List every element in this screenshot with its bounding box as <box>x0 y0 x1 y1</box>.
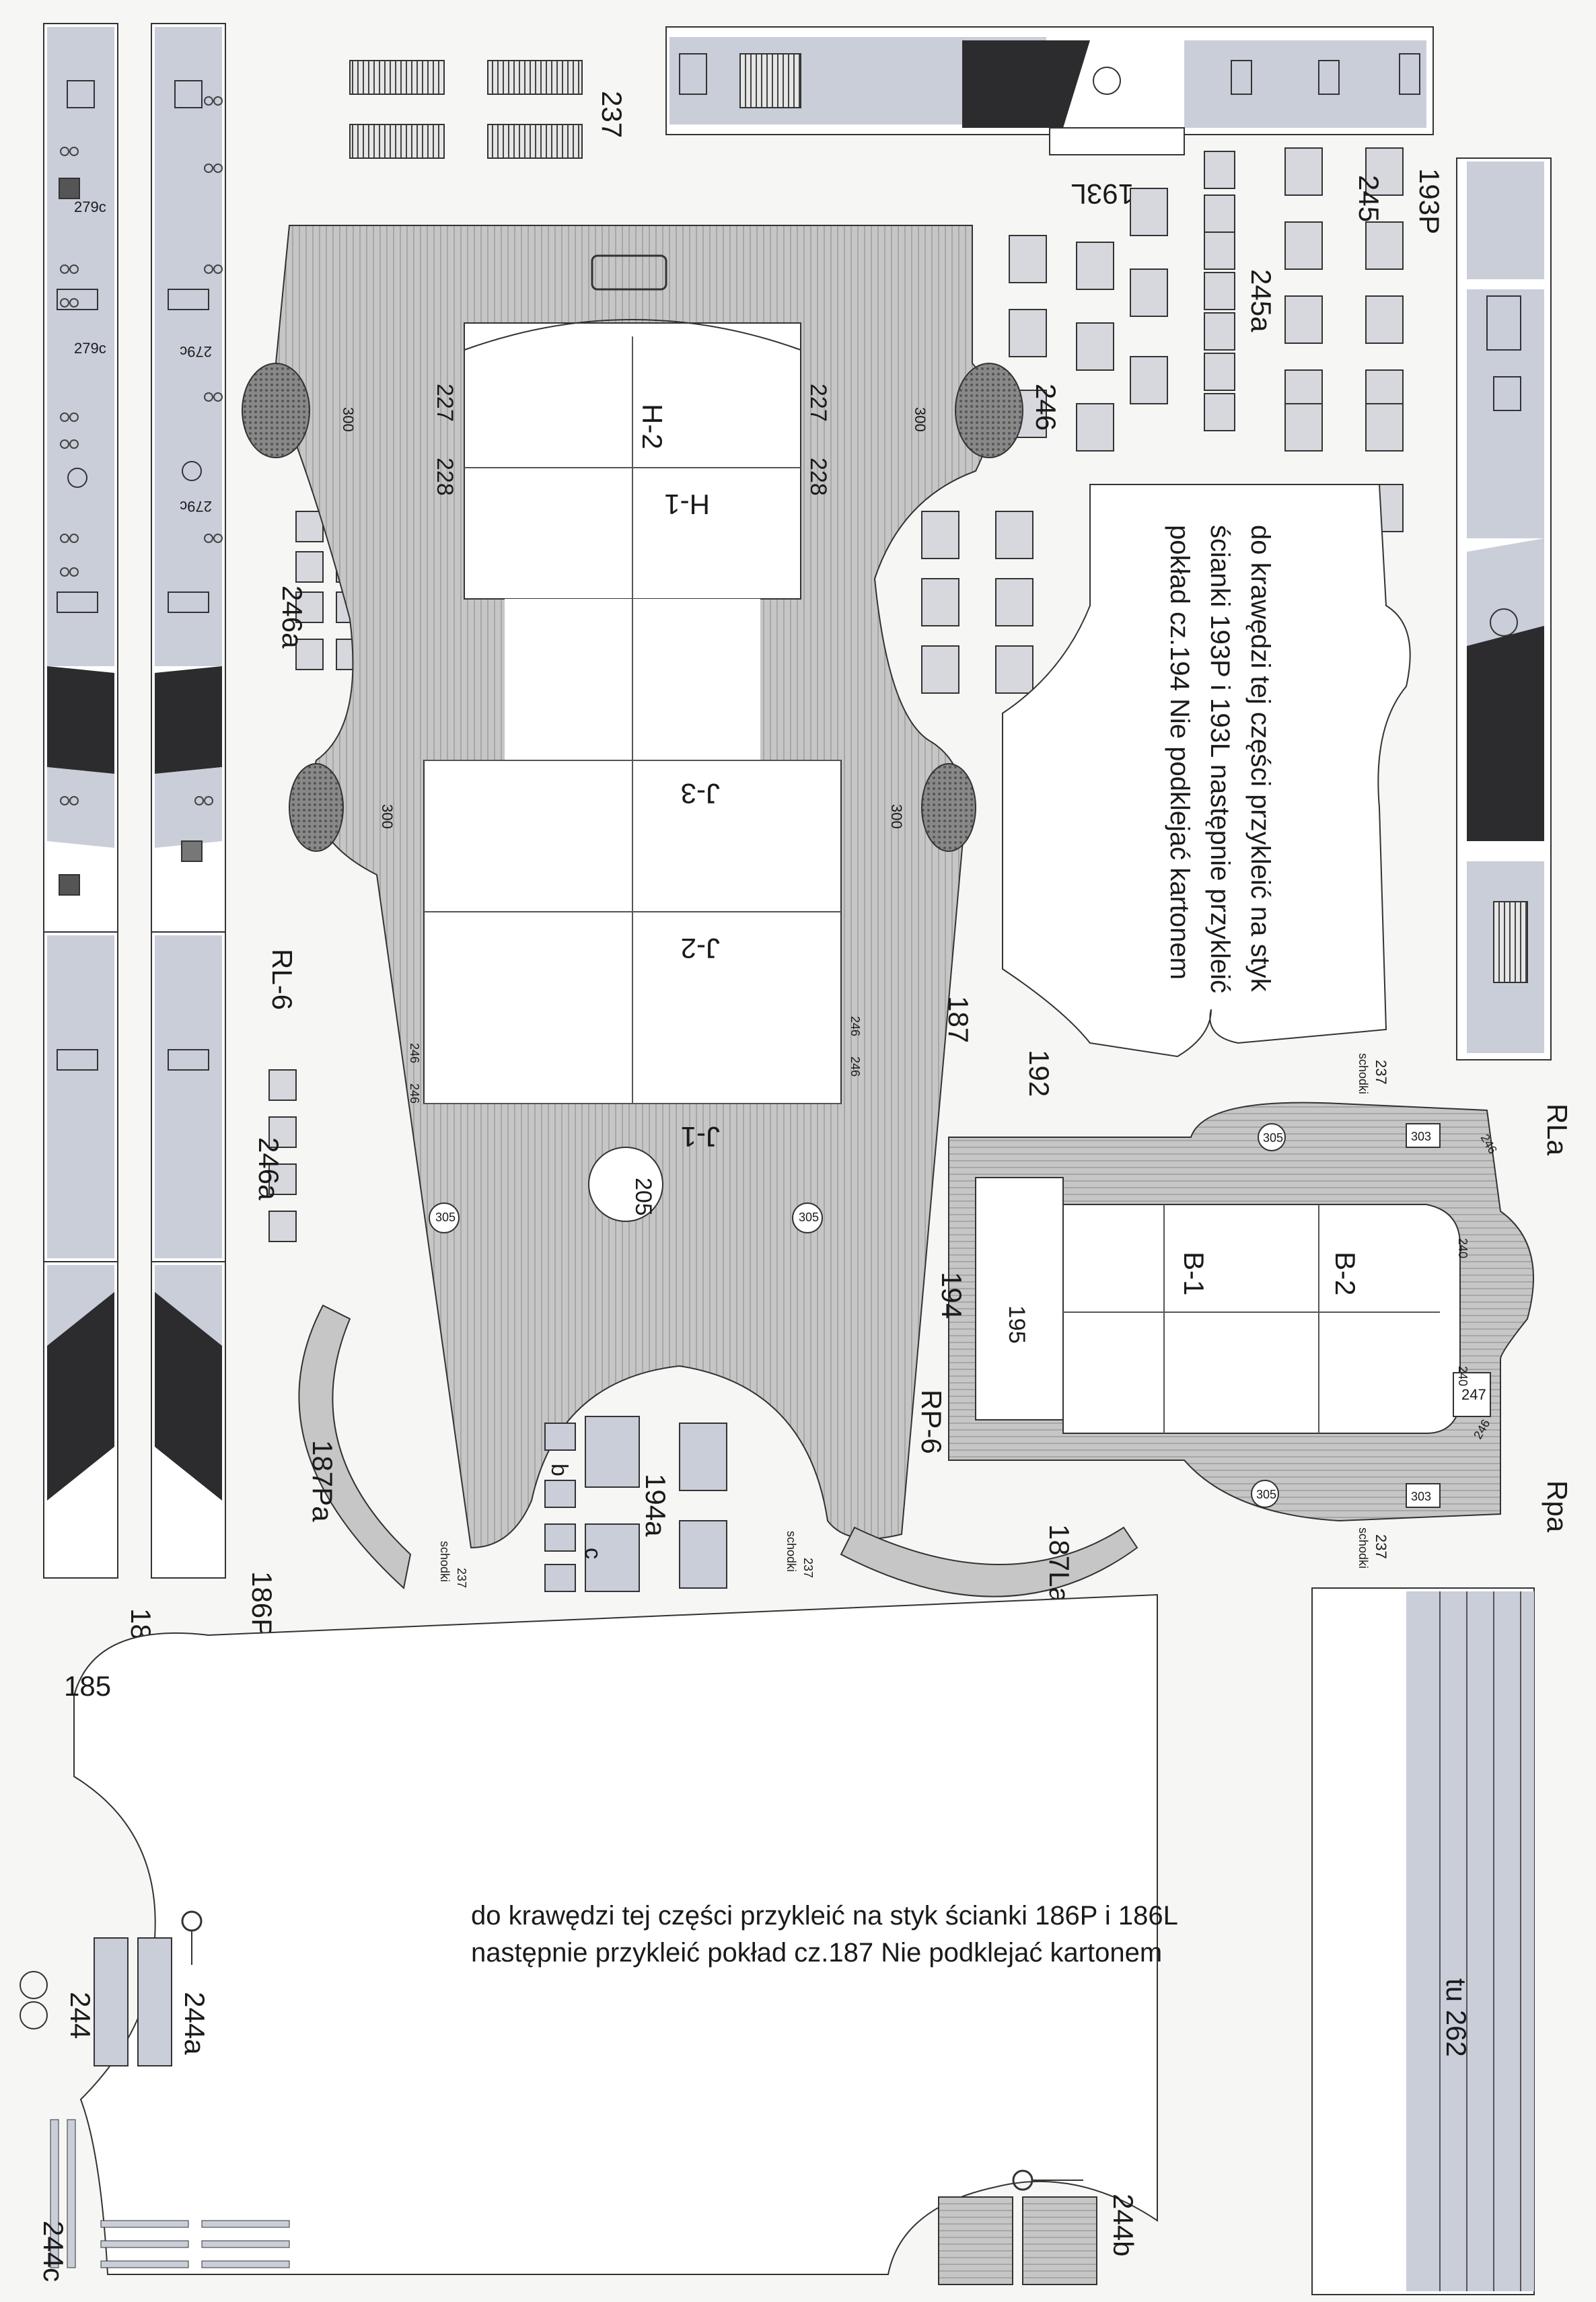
part-237-grates <box>349 60 583 159</box>
label-247: 247 <box>1461 1386 1486 1403</box>
label-J3: J-3 <box>681 778 720 810</box>
part-244 <box>20 1910 1097 2285</box>
label-246a-upper: 246a <box>277 585 308 649</box>
part-192-outline <box>1002 484 1411 1058</box>
deck-187 <box>242 225 1023 1549</box>
label-279c-b: 279c <box>74 340 106 357</box>
wall-details-left <box>57 80 209 1071</box>
label-246-s1: 246 <box>408 1043 421 1063</box>
label-tu-262: tu 262 <box>1441 1978 1472 2057</box>
label-187La: 187La <box>1044 1524 1075 1603</box>
label-227-right: 227 <box>805 384 831 422</box>
upper-instruction-line3: pokład cz.194 Nie podklejać kartonem <box>1165 525 1194 980</box>
label-193P: 193P <box>1414 168 1445 234</box>
label-246-s4: 246 <box>848 1056 862 1077</box>
lower-instruction-line1: do krawędzi tej części przykleić na styk… <box>471 1901 1178 1931</box>
label-279c-d: 279c <box>180 498 212 515</box>
label-RP6: RP-6 <box>916 1390 947 1454</box>
label-schodki-left: schodki <box>438 1541 451 1582</box>
part-246a-figures <box>268 511 364 1242</box>
label-205: 205 <box>630 1178 656 1216</box>
label-RL6: RL-6 <box>266 949 298 1010</box>
label-246-s3: 246 <box>848 1016 862 1036</box>
label-237-stairs-left: 237 <box>455 1568 468 1588</box>
label-Rpa: Rpa <box>1541 1480 1573 1533</box>
label-RLa: RLa <box>1541 1104 1573 1156</box>
label-240-a: 240 <box>1456 1238 1470 1258</box>
label-237-bottom-stairs: 237 <box>1373 1534 1389 1559</box>
label-228-left: 228 <box>432 458 458 496</box>
label-246-s2: 246 <box>408 1083 421 1104</box>
upper-instruction: do krawędzi tej części przykleić na styk… <box>1165 525 1275 993</box>
part-tu-262-strips <box>1311 1587 1535 2295</box>
label-H1: H-1 <box>664 489 710 520</box>
label-B2: B-2 <box>1330 1252 1361 1295</box>
label-246-top: 246 <box>1030 384 1062 431</box>
label-240-b: 240 <box>1456 1366 1470 1386</box>
label-305-a: 305 <box>435 1211 456 1224</box>
label-228-right: 228 <box>805 458 831 496</box>
label-279c-c: 279c <box>180 343 212 360</box>
label-187: 187 <box>943 996 974 1043</box>
upper-instruction-line2: ścianki 193P i 193L następnie przykleić <box>1205 525 1235 993</box>
label-237-top: 237 <box>596 91 628 138</box>
label-schodki-bottom: schodki <box>1356 1527 1370 1569</box>
label-303-b: 303 <box>1411 1490 1431 1503</box>
label-194: 194 <box>936 1272 968 1319</box>
label-schodki-top: schodki <box>1356 1053 1370 1094</box>
part-187La-arc <box>840 1526 1138 1597</box>
label-237-stairs-right: 237 <box>801 1558 815 1578</box>
part-187Pa-arc <box>298 1304 412 1589</box>
wall-186L <box>43 23 118 1579</box>
label-279c-a: 279c <box>74 199 106 215</box>
part-194a <box>544 1416 727 1592</box>
label-227-left: 227 <box>432 384 458 422</box>
label-244c: 244c <box>38 2221 69 2282</box>
label-305-b: 305 <box>799 1211 819 1224</box>
label-244a: 244a <box>179 1992 211 2055</box>
label-J2: J-2 <box>681 933 720 964</box>
label-schodki-right: schodki <box>785 1531 798 1572</box>
label-305-c: 305 <box>1263 1131 1283 1145</box>
upper-instruction-line1: do krawędzi tej części przykleić na styk <box>1245 525 1275 993</box>
wall-193P <box>1456 157 1552 1060</box>
label-303-a: 303 <box>1411 1130 1431 1143</box>
label-193L: 193L <box>1071 178 1134 210</box>
label-195: 195 <box>1004 1305 1029 1344</box>
label-J1: J-1 <box>681 1121 720 1153</box>
label-B1: B-1 <box>1178 1252 1210 1295</box>
label-c: c <box>580 1548 606 1559</box>
label-300-b: 300 <box>912 407 929 432</box>
part-185-outline <box>73 1593 1158 2275</box>
label-246a-lower: 246a <box>253 1137 285 1200</box>
label-300-c: 300 <box>379 804 396 829</box>
label-244: 244 <box>65 1992 96 2039</box>
label-185: 185 <box>64 1670 111 1702</box>
label-186P: 186P <box>246 1571 278 1637</box>
label-300-a: 300 <box>340 407 357 432</box>
label-300-d: 300 <box>888 804 905 829</box>
lower-instruction: do krawędzi tej części przykleić na styk… <box>471 1901 1178 1968</box>
wall-186P <box>151 23 226 1579</box>
deck-194 <box>948 1102 1534 1522</box>
wall-circles <box>60 96 223 805</box>
label-245a: 245a <box>1245 269 1277 332</box>
label-244b: 244b <box>1108 2194 1139 2256</box>
label-H2: H-2 <box>637 404 668 449</box>
label-245: 245 <box>1353 175 1385 222</box>
wall-193L <box>665 26 1434 155</box>
label-b: b <box>546 1464 572 1476</box>
label-305-d: 305 <box>1256 1488 1276 1501</box>
label-187Pa: 187Pa <box>307 1440 338 1522</box>
label-237-top-stairs: 237 <box>1373 1060 1389 1085</box>
label-192: 192 <box>1023 1050 1055 1097</box>
label-194a: 194a <box>640 1474 672 1537</box>
lower-instruction-line2: następnie przykleić pokład cz.187 Nie po… <box>471 1938 1162 1968</box>
